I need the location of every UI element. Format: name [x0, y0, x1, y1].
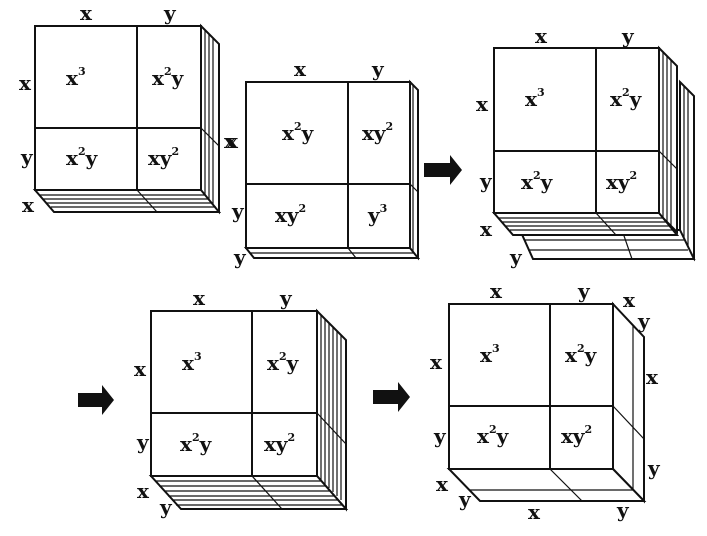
panel-1-top-label-x: x: [80, 1, 93, 25]
panel-5-depth-label-y: y: [458, 487, 472, 511]
panel-4-cell-3: xy2: [264, 431, 295, 456]
panel-5-front-face: [448, 303, 614, 470]
panel-5-cell-2: x2y: [477, 423, 510, 448]
panel-5-depth-label-x: x: [436, 472, 449, 496]
panel-1-cell-1: x2y: [152, 65, 185, 90]
panel-5-side-label-x: x: [430, 350, 443, 374]
arrow-1-icon: [424, 155, 462, 185]
arrow-3-icon: [373, 382, 410, 412]
panel-3-side-label-x: x: [476, 92, 489, 116]
panel-3-top-label-x: x: [535, 24, 548, 48]
arrow-2-icon: [78, 385, 114, 415]
panel-1-side-label-y: y: [20, 145, 34, 169]
panel-2-cell-1: xy2: [362, 120, 393, 145]
panel-3-cell-0: x3: [525, 86, 545, 111]
panel-4-depth-label-x: x: [137, 479, 150, 503]
panel-5-side: [612, 301, 645, 504]
panel-5-side-label-y: y: [433, 424, 447, 448]
panel-1: x y x y x x x3 x2y x2y xy2: [19, 1, 237, 217]
panel-5-cell-1: x2y: [565, 342, 598, 367]
panel-3-side-slices: [658, 45, 678, 235]
panel-4-depth-label-y: y: [159, 495, 173, 519]
panel-4: x y x y x y x3 x2y x2y xy2: [134, 286, 349, 519]
panel-1-cell-0: x3: [66, 65, 86, 90]
panel-1-right-label: x: [224, 129, 237, 153]
panel-5: x y x y x y x y x y x y x3 x2y x2y xy2: [430, 279, 661, 524]
panel-1-bottom-slices: [32, 189, 222, 213]
panel-2-side-slices: [409, 79, 419, 261]
panel-1-side-slices: [200, 23, 220, 215]
panel-2-cell-2: xy2: [275, 202, 306, 227]
panel-1-cell-2: x2y: [66, 145, 99, 170]
panel-2-bottom-slices: [243, 247, 421, 259]
panel-4-side-label-x: x: [134, 357, 147, 381]
panel-1-depth-label: x: [22, 193, 35, 217]
panel-5-top-label-y: y: [577, 279, 591, 303]
panel-2-top-label-x: x: [294, 57, 307, 81]
panel-2-cell-3: y3: [367, 202, 387, 227]
panel-5-right-label-y: y: [647, 456, 661, 480]
panel-5-bottom-label-y: y: [616, 498, 630, 522]
panel-2-cell-0: x2y: [282, 120, 315, 145]
panel-3-front-face: [493, 47, 660, 214]
panel-3-cell-2: x2y: [521, 169, 554, 194]
panel-5-top-label-x: x: [490, 279, 503, 303]
panel-4-cell-2: x2y: [180, 431, 213, 456]
panel-4-bottom-slices: [148, 475, 349, 510]
panel-5-corner-label-y: y: [637, 309, 651, 333]
panel-1-cell-3: xy2: [148, 145, 179, 170]
panel-4-side-slices: [316, 308, 347, 512]
panel-3: x y x y x y x3 x2y x2y xy2: [476, 24, 696, 269]
panel-2-depth-label: y: [233, 245, 247, 269]
panel-2-front-face: [245, 81, 411, 249]
panel-5-cell-0: x3: [480, 342, 500, 367]
panel-3-top-label-y: y: [621, 24, 635, 48]
panel-5-bottom-label-x: x: [528, 500, 541, 524]
panel-4-top-label-x: x: [193, 286, 206, 310]
panel-3-depth-label-y: y: [509, 245, 523, 269]
panel-3-cell-3: xy2: [606, 169, 637, 194]
panel-3-back-slab: [518, 79, 696, 262]
panel-5-right-label-x: x: [646, 365, 659, 389]
panel-4-side-label-y: y: [136, 430, 150, 454]
panel-5-bottom: [446, 468, 647, 502]
panel-2-side-label-x: x: [226, 129, 239, 153]
panel-1-front-face: [34, 25, 202, 191]
panel-2-side-label-y: y: [231, 199, 245, 223]
panel-4-front-face: [150, 310, 318, 477]
panel-5-cell-3: xy2: [561, 423, 592, 448]
panel-4-cell-0: x3: [182, 350, 202, 375]
panel-1-side-label-x: x: [19, 71, 32, 95]
panel-3-side-label-y: y: [479, 169, 493, 193]
panel-5-corner-label-x: x: [623, 288, 636, 312]
panel-3-cell-1: x2y: [610, 86, 643, 111]
panel-3-depth-label-x: x: [480, 217, 493, 241]
panel-2: x y x y y x2y xy2 xy2 y3: [226, 57, 421, 269]
panel-4-cell-1: x2y: [267, 350, 300, 375]
panel-4-top-label-y: y: [279, 286, 293, 310]
panel-1-top-label-y: y: [163, 1, 177, 25]
panel-2-top-label-y: y: [371, 57, 385, 81]
panel-3-bottom-slices: [491, 212, 680, 236]
